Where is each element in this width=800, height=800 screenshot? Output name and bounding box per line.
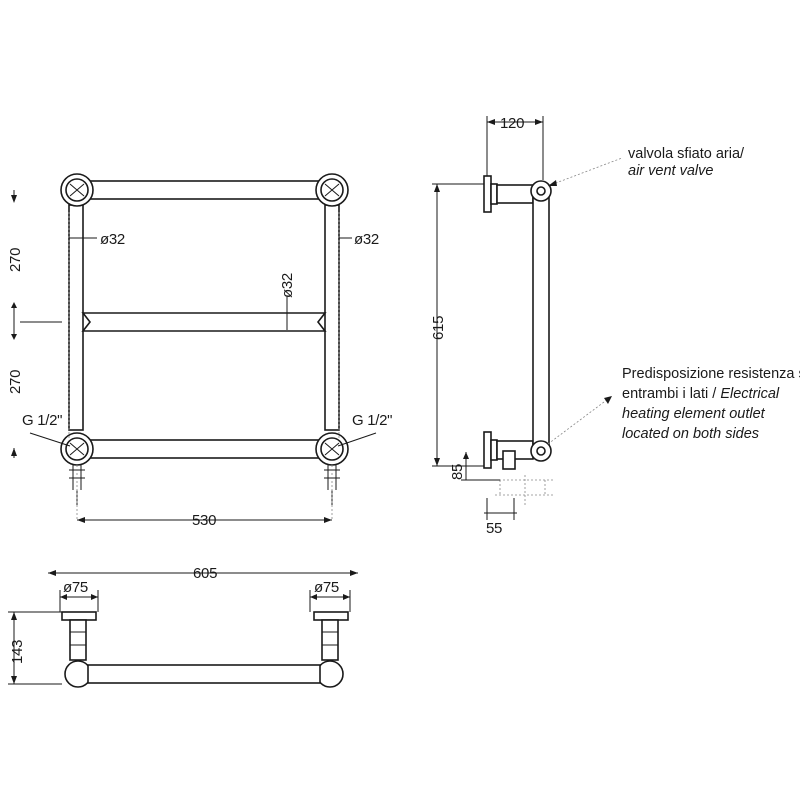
top-width-dimension bbox=[48, 570, 358, 576]
dim-rail-diameter: ø32 bbox=[279, 273, 296, 298]
top-dim-flange-left: ø75 bbox=[63, 579, 88, 596]
dim-width: 530 bbox=[192, 512, 216, 529]
dim-pipe-right: ø32 bbox=[354, 231, 379, 248]
note-heating-line3: heating element outlet bbox=[622, 406, 766, 422]
heating-element-outlet bbox=[530, 440, 552, 462]
note-heating-line2: entrambi i lati / Electrical bbox=[622, 386, 780, 402]
side-height-dimension bbox=[432, 183, 484, 467]
note-heating-line1: Predisposizione resistenza su bbox=[622, 366, 800, 382]
side-dim-height: 615 bbox=[430, 316, 447, 340]
front-width-dimension bbox=[77, 517, 332, 523]
top-dim-total-width: 605 bbox=[193, 565, 217, 582]
right-flange-dimension bbox=[309, 590, 351, 612]
connection-left-label: G 1/2" bbox=[22, 412, 62, 429]
side-valve bbox=[495, 450, 555, 505]
left-flange-dimension bbox=[59, 590, 99, 612]
dim-pipe-left: ø32 bbox=[100, 231, 125, 248]
left-vertical-pipe bbox=[68, 204, 84, 431]
middle-rail bbox=[81, 312, 327, 332]
dim-lower-height: 270 bbox=[7, 370, 24, 394]
bottom-right-joint bbox=[315, 432, 349, 466]
bottom-rail bbox=[87, 439, 323, 459]
connection-right-label: G 1/2" bbox=[352, 412, 392, 429]
left-valve bbox=[69, 465, 85, 520]
right-valve bbox=[324, 465, 340, 520]
top-dim-flange-right: ø75 bbox=[314, 579, 339, 596]
side-dim-valve-offset: 55 bbox=[486, 520, 502, 537]
top-view: 605 ø75 ø75 bbox=[8, 565, 358, 688]
side-bottom-offset-dimension bbox=[461, 452, 500, 481]
top-right-joint bbox=[315, 173, 349, 207]
top-rail bbox=[87, 180, 323, 200]
side-view: 120 615 85 55 valvola sfiat bbox=[430, 115, 800, 537]
note-heating-line2-it: entrambi i lati / bbox=[622, 386, 720, 402]
side-valve-offset-dimension bbox=[484, 498, 517, 520]
note-air-vent-en: air vent valve bbox=[628, 163, 713, 179]
note-heating-line4: located on both sides bbox=[622, 426, 759, 442]
air-vent-valve bbox=[530, 180, 552, 202]
top-dim-depth: 143 bbox=[9, 640, 26, 664]
top-left-joint bbox=[60, 173, 94, 207]
dim-upper-height: 270 bbox=[7, 248, 24, 272]
right-vertical-pipe bbox=[324, 204, 340, 431]
note-air-vent-it: valvola sfiato aria/ bbox=[628, 146, 745, 162]
front-view: 270 270 ø32 ø32 ø32 G 1/2" G 1/2" 530 bbox=[7, 173, 393, 529]
note-heating-line2-en: Electrical bbox=[720, 386, 780, 402]
bottom-left-joint bbox=[60, 432, 94, 466]
bottom-wall-flange bbox=[483, 431, 498, 469]
front-height-dimension bbox=[11, 190, 62, 458]
side-depth-dimension bbox=[486, 116, 544, 180]
side-dim-bottom-offset: 85 bbox=[449, 464, 466, 480]
top-depth-dimension bbox=[8, 611, 62, 685]
side-dim-depth: 120 bbox=[500, 115, 524, 132]
top-wall-flange bbox=[483, 175, 498, 213]
